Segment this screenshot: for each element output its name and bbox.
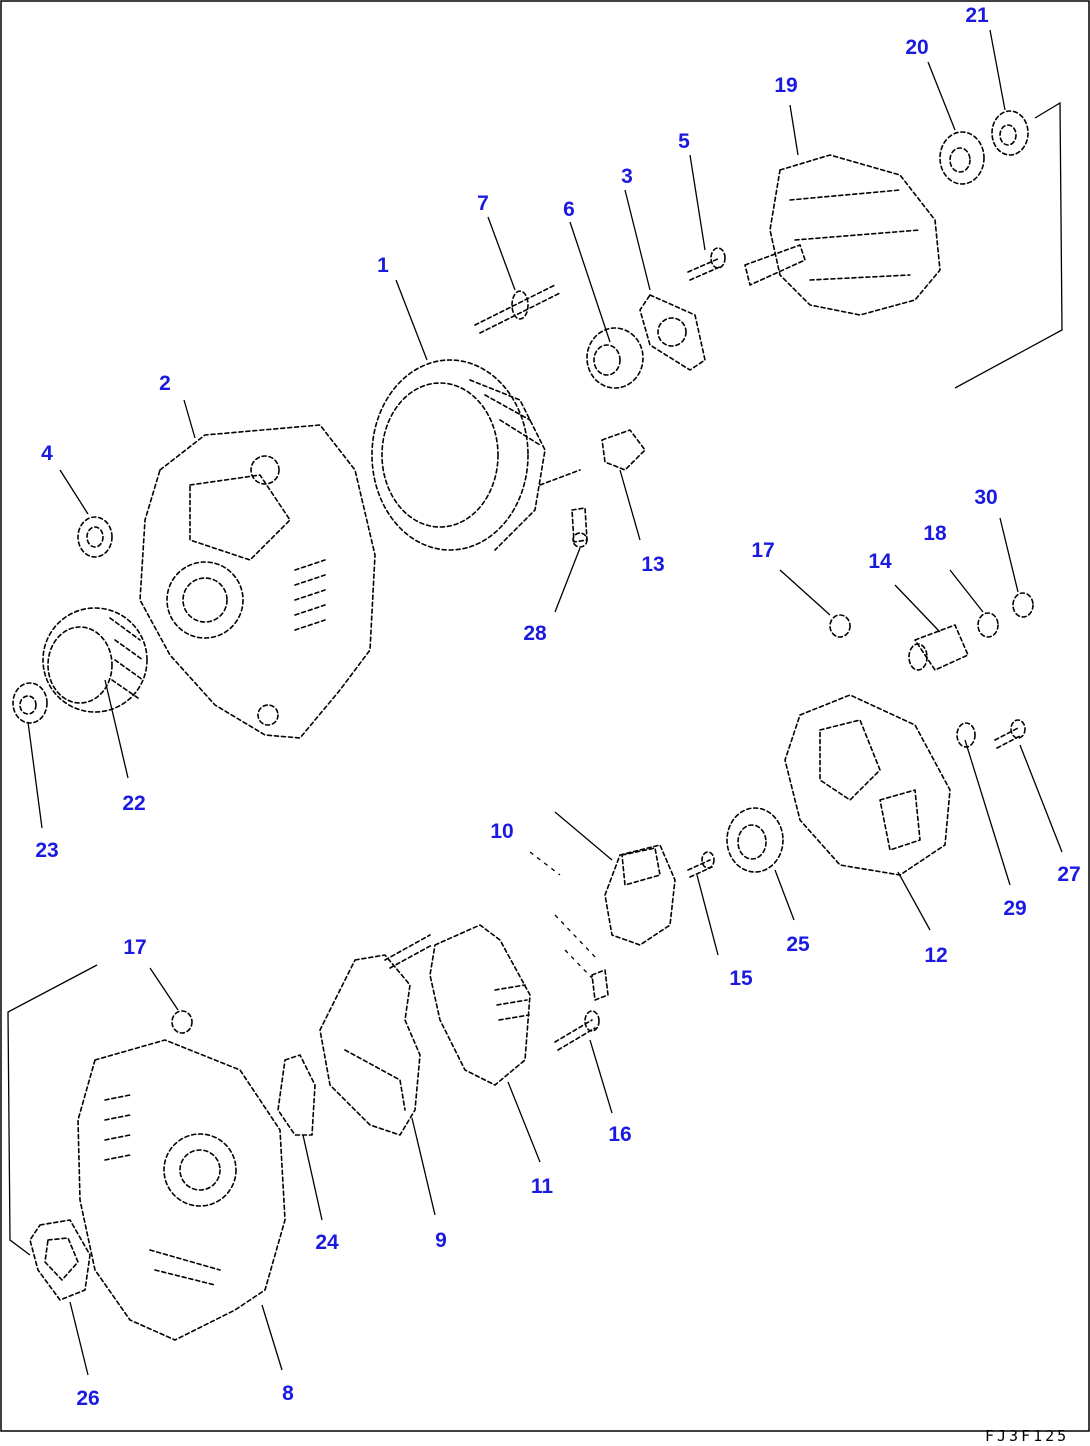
screw-16-part bbox=[554, 1010, 600, 1051]
brush-part bbox=[591, 969, 609, 1001]
callout-27: 27 bbox=[1057, 863, 1080, 886]
callout-7: 7 bbox=[477, 192, 489, 215]
regulator-part bbox=[604, 844, 676, 946]
rotor-part bbox=[744, 154, 941, 316]
callout-17-upper: 17 bbox=[751, 539, 774, 562]
callout-28: 28 bbox=[523, 622, 547, 645]
rectifier-holder-part bbox=[429, 924, 531, 1086]
callout-13: 13 bbox=[641, 553, 664, 576]
seal-ring-part bbox=[277, 1054, 316, 1136]
callout-30: 30 bbox=[974, 486, 997, 509]
callout-23: 23 bbox=[35, 839, 58, 862]
assembly-bracket-left bbox=[7, 964, 98, 1256]
callout-10: 10 bbox=[490, 820, 513, 843]
rear-cover-part bbox=[784, 694, 951, 876]
rectifier-part bbox=[319, 934, 433, 1136]
insulator-part bbox=[601, 429, 646, 471]
callout-14: 14 bbox=[868, 550, 892, 573]
terminal-bolt-part bbox=[571, 507, 588, 548]
leader-lines bbox=[27, 29, 1063, 1376]
callout-25: 25 bbox=[786, 933, 810, 956]
screw-15-part bbox=[687, 851, 715, 878]
callout-3: 3 bbox=[621, 165, 633, 188]
callout-20: 20 bbox=[905, 36, 928, 59]
callout-19: 19 bbox=[774, 74, 797, 97]
nut-17-lower-part bbox=[171, 1010, 193, 1034]
bearing-6-part bbox=[586, 327, 644, 389]
callout-6: 6 bbox=[563, 198, 575, 221]
callout-21: 21 bbox=[965, 4, 989, 27]
callout-labels: 1 2 3 4 5 6 7 8 9 10 11 12 13 14 15 16 1… bbox=[35, 4, 1080, 1410]
callout-4: 4 bbox=[41, 442, 53, 465]
stud-bolt-part bbox=[474, 284, 561, 334]
callout-22: 22 bbox=[122, 792, 145, 815]
bearing-cover-part bbox=[726, 807, 784, 873]
callout-15: 15 bbox=[729, 967, 753, 990]
callout-18: 18 bbox=[923, 522, 947, 545]
stator-part bbox=[371, 359, 581, 551]
screw-5-part bbox=[687, 247, 726, 281]
front-housing-part bbox=[139, 424, 376, 739]
callout-12: 12 bbox=[924, 944, 947, 967]
retainer-plate-part bbox=[639, 294, 706, 371]
callout-26: 26 bbox=[76, 1387, 99, 1410]
nut-17-upper-part bbox=[829, 614, 851, 638]
drawing-code: FJ3F125 bbox=[985, 1427, 1069, 1445]
pulley-part bbox=[42, 607, 148, 713]
callout-2: 2 bbox=[159, 372, 171, 395]
callout-11: 11 bbox=[531, 1175, 554, 1198]
washer-18-part bbox=[977, 612, 999, 638]
bearing-20-part bbox=[939, 131, 985, 185]
connector-part bbox=[908, 624, 969, 671]
bearing-21-part bbox=[991, 110, 1029, 156]
rear-housing-part bbox=[77, 1039, 286, 1341]
assembly-bracket-right bbox=[954, 101, 1063, 389]
callout-5: 5 bbox=[678, 130, 690, 153]
callout-24: 24 bbox=[315, 1231, 339, 1254]
washer-29-part bbox=[956, 722, 976, 748]
callout-8: 8 bbox=[282, 1382, 294, 1405]
callout-17-lower: 17 bbox=[123, 936, 146, 959]
bearing-4-part bbox=[77, 516, 113, 558]
callout-16: 16 bbox=[608, 1123, 631, 1146]
nut-23-part bbox=[12, 682, 48, 724]
bolt-27-part bbox=[994, 719, 1026, 749]
callout-29: 29 bbox=[1003, 897, 1026, 920]
callout-1: 1 bbox=[377, 254, 389, 277]
gasket-part bbox=[29, 1219, 91, 1301]
callout-9: 9 bbox=[435, 1229, 447, 1252]
washer-30-part bbox=[1012, 592, 1034, 618]
